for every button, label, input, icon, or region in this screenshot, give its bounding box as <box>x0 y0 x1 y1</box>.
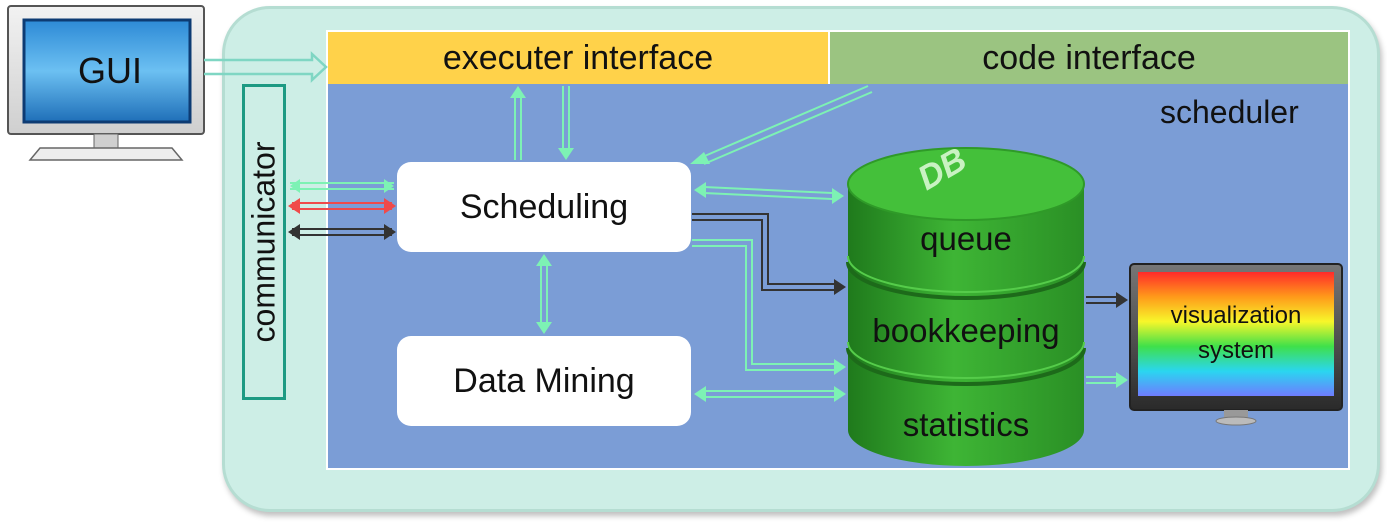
db-layer-statistics: statistics <box>902 406 1030 443</box>
interface-arrows <box>510 85 873 165</box>
scheduling-box: Scheduling <box>397 162 691 252</box>
visualization-line1: visualization <box>1170 302 1302 329</box>
visualization-monitor-icon <box>1129 263 1343 426</box>
db-visualization-arrows <box>1086 292 1128 388</box>
executer-interface: executer interface <box>328 32 830 84</box>
gui-arrow <box>204 51 328 83</box>
gui-label: GUI <box>77 50 142 91</box>
db-layer-bookkeeping: bookkeeping <box>872 312 1060 349</box>
communicator-arrows <box>288 179 396 240</box>
visualization-line2: system <box>1197 337 1274 364</box>
scheduler-label: scheduler <box>1160 94 1299 130</box>
datamining-db-arrow <box>694 386 846 402</box>
scheduling-db-arrows <box>692 182 846 375</box>
data-mining-box: Data Mining <box>397 336 691 426</box>
code-interface: code interface <box>830 32 1348 84</box>
visualization-label: visualization system <box>1136 298 1336 368</box>
communicator-box <box>242 84 286 400</box>
database-cylinder <box>846 147 1086 466</box>
scheduling-datamining-arrow <box>536 254 552 334</box>
gui-monitor-icon <box>7 5 205 161</box>
db-layer-queue: queue <box>920 220 1012 257</box>
